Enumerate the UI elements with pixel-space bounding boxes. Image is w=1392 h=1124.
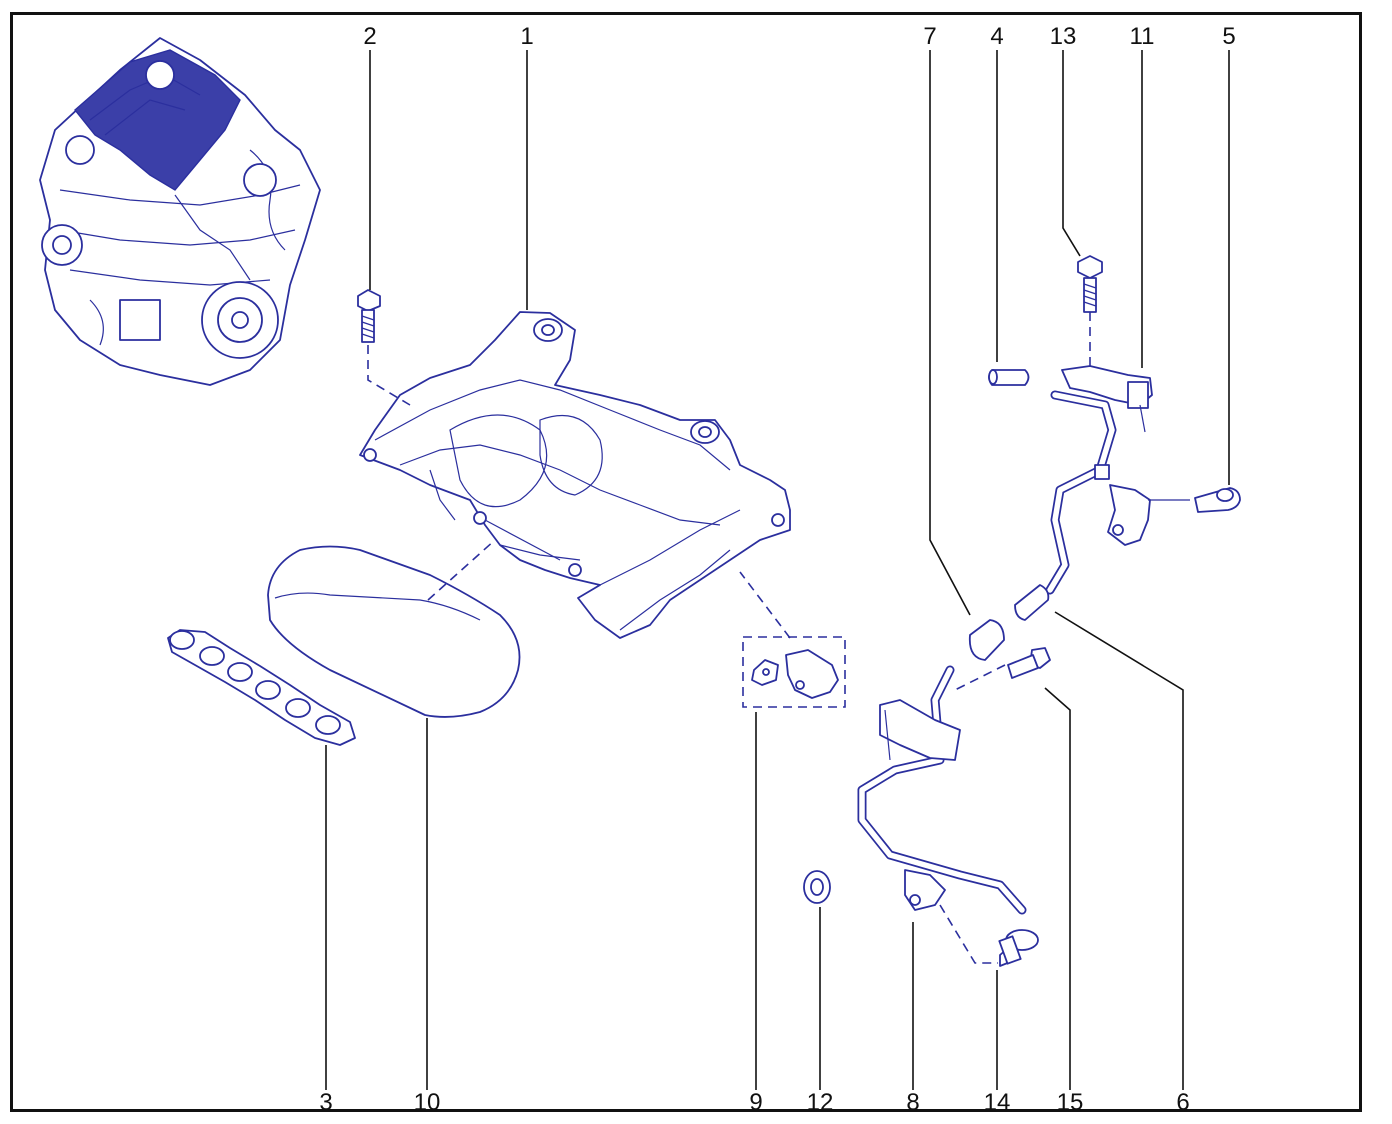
part-8-oil-pipe [857,665,1027,915]
engine-overview-illustration [39,37,321,386]
callout-4: 4 [990,23,1003,50]
callout-8: 8 [906,1089,919,1116]
callout-9: 9 [749,1089,762,1116]
part-2-bolt [357,289,381,343]
callout-3: 3 [319,1089,332,1116]
leader-lines [325,50,1230,1090]
assembly-guide-lines [367,312,1091,964]
callout-14: 14 [984,1089,1011,1116]
part-12-washer [803,870,831,904]
callout-5: 5 [1222,23,1235,50]
callout-12: 12 [807,1089,834,1116]
part-6-pipe-sleeve [1014,584,1050,621]
callout-labels: 1 2 7 4 13 11 5 3 10 9 12 8 14 15 6 [319,23,1235,1116]
part-7-pipe-sleeve [968,619,1005,661]
part-14-flange-bolt [998,929,1039,967]
part-3-gasket-strip [167,629,356,746]
part-10-insulation-pad [267,545,521,718]
part-15-bolt [1007,647,1051,679]
callout-13: 13 [1050,23,1077,50]
callout-10: 10 [414,1089,441,1116]
part-13-bolt [1077,255,1103,313]
callout-15: 15 [1057,1089,1084,1116]
callout-6: 6 [1176,1089,1189,1116]
callout-7: 7 [923,23,936,50]
callout-1: 1 [520,23,533,50]
part-5-hose-end [1194,487,1241,513]
part-11-pipe-bracket-assembly [1045,365,1190,595]
callout-2: 2 [363,23,376,50]
callout-11: 11 [1130,23,1155,50]
part-1-engine-cover-plate [359,311,791,639]
part-9-sensor-kit [742,636,846,708]
part-4-sleeve [988,369,1030,386]
